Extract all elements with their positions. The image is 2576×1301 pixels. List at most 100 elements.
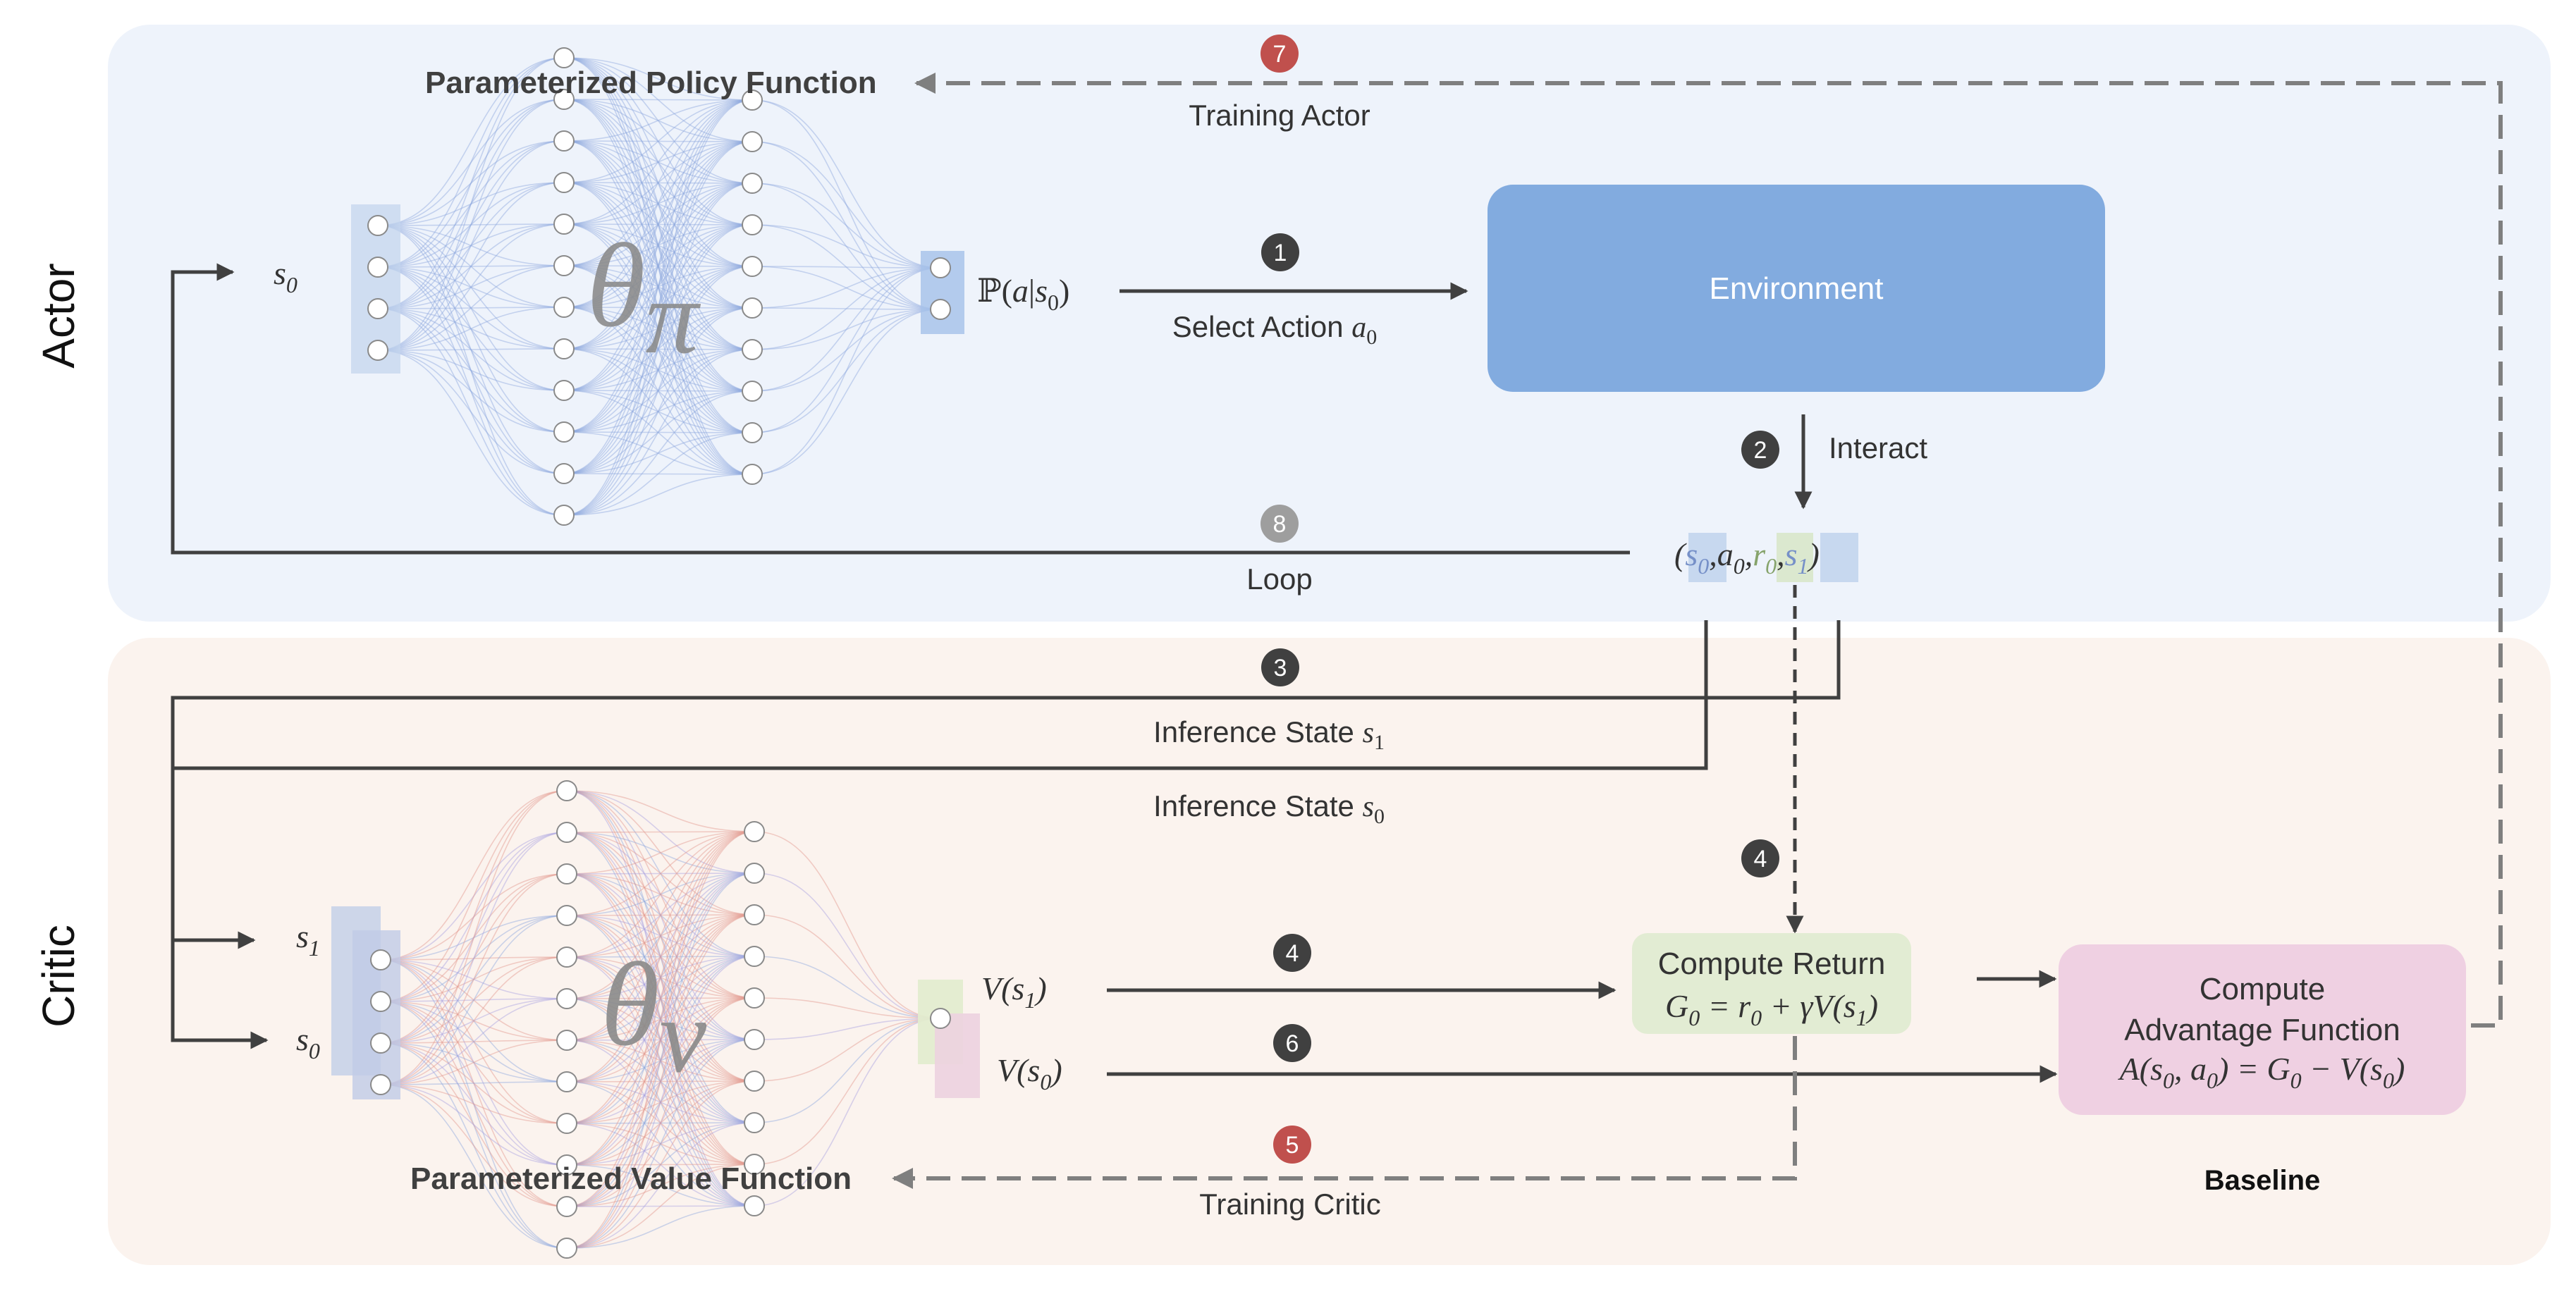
network-edge [752, 309, 941, 350]
svg-text:1: 1 [1274, 240, 1287, 266]
network-edge [566, 915, 755, 1040]
policy-neuron [742, 173, 763, 194]
network-edge [377, 140, 565, 226]
policy-neuron [553, 505, 575, 526]
network-edge [566, 873, 755, 957]
inference-s1-label: Inference State s1 [1153, 715, 1385, 754]
network-edge [377, 225, 565, 350]
network-edge [563, 99, 753, 142]
network-edge [752, 224, 941, 269]
network-edge [377, 307, 565, 309]
network-edge [566, 873, 755, 875]
step-badge-7: 7 [1261, 35, 1299, 73]
network-edge [563, 307, 753, 516]
network-edge [566, 831, 755, 916]
network-edge [563, 223, 753, 433]
value-neuron [370, 1074, 391, 1095]
network-edge [377, 99, 565, 351]
network-edge [566, 832, 755, 1082]
advantage-title-line1: Compute [2200, 972, 2326, 1006]
network-edge [563, 348, 753, 433]
network-edge [566, 832, 755, 1165]
network-edge [563, 182, 753, 392]
value-neuron [556, 905, 577, 926]
step-badge-5: 5 [1273, 1126, 1311, 1164]
critic-panel [108, 638, 2551, 1265]
network-edge [752, 309, 941, 392]
network-edge [563, 223, 753, 350]
network-edge [566, 790, 755, 1040]
policy-neuron [742, 256, 763, 277]
network-edge [563, 307, 753, 391]
svg-text:6: 6 [1286, 1030, 1299, 1057]
network-edge [563, 349, 753, 474]
environment-box [1488, 185, 2105, 392]
network-edge [563, 307, 753, 474]
network-edge [563, 57, 753, 142]
network-edge [377, 225, 565, 266]
network-edge [377, 348, 565, 351]
network-edge [566, 790, 755, 957]
network-edge [563, 390, 753, 392]
network-edge [563, 349, 753, 516]
network-edge [563, 223, 753, 392]
network-edge [377, 266, 565, 308]
network-edge [377, 99, 565, 309]
network-edge [377, 266, 565, 433]
critic-section-label: Critic [33, 925, 84, 1028]
network-edge [377, 223, 565, 351]
value-neuron [556, 822, 577, 843]
network-edge [563, 99, 753, 226]
network-edge [752, 267, 941, 309]
select-action-label: Select Action a0 [1172, 310, 1377, 349]
step-badge-4-value: 4 [1273, 934, 1311, 972]
network-edge [563, 307, 753, 475]
network-edge [566, 915, 755, 957]
network-edge [754, 1018, 941, 1207]
network-edge [752, 309, 941, 433]
critic-input-s0: s0 [296, 1021, 320, 1063]
network-edge [563, 266, 753, 350]
network-edge [563, 265, 753, 309]
policy-function-title: Parameterized Policy Function [425, 66, 877, 100]
compute-return-box [1632, 933, 1911, 1034]
network-edge [563, 349, 753, 391]
network-edge [563, 348, 753, 475]
network-edge [563, 99, 753, 267]
value-neuron [556, 1030, 577, 1051]
network-edge [563, 183, 753, 391]
network-edge [563, 141, 753, 350]
network-edge [566, 873, 755, 1040]
network-edge [563, 390, 753, 474]
network-edge [563, 141, 753, 266]
network-edge [566, 915, 755, 1207]
network-edge [563, 265, 753, 433]
network-edge [566, 915, 755, 1165]
network-edge [563, 99, 753, 350]
network-edge [377, 182, 565, 226]
value-network-edges [380, 790, 941, 1249]
network-edge [566, 956, 755, 1123]
network-edge [563, 141, 753, 183]
policy-neuron [553, 47, 575, 68]
network-edge [563, 99, 753, 101]
network-edge [566, 956, 755, 1124]
network-edge [377, 307, 565, 351]
network-edge [380, 1042, 568, 1249]
actor-input-state: s0 [274, 255, 298, 297]
network-edge [380, 790, 568, 1044]
network-edge [563, 348, 753, 392]
network-edge [566, 956, 755, 1040]
network-edge [377, 225, 565, 516]
network-edge [566, 914, 755, 1083]
value-neuron [556, 863, 577, 884]
value-neuron [556, 1113, 577, 1134]
network-edge [752, 99, 941, 310]
compute-return-title: Compute Return [1658, 947, 1886, 981]
policy-neuron [553, 380, 575, 401]
network-edge [566, 790, 755, 1165]
network-edge [566, 956, 755, 999]
value-neuron [556, 780, 577, 801]
value-neuron [744, 987, 765, 1009]
policy-neuron [742, 464, 763, 485]
